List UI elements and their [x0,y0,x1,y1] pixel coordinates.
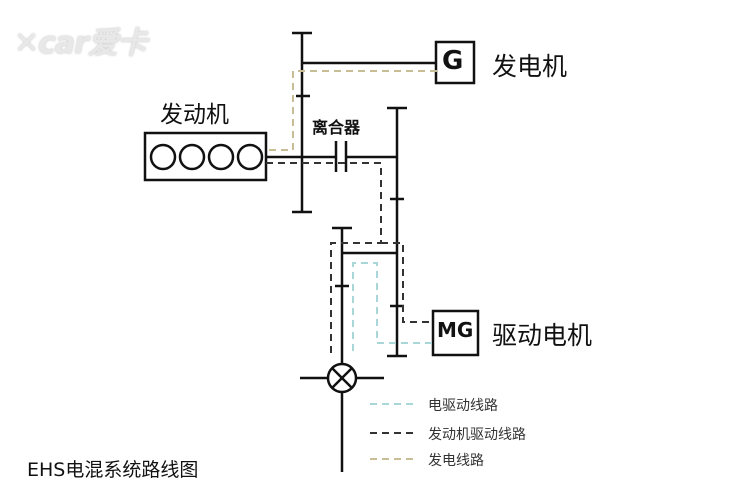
generator-label: 发电机 [492,52,568,81]
engine-drive-path-motor [381,242,432,323]
electric-drive-path [352,262,432,356]
engine-label: 发动机 [160,102,229,128]
motor-label: 驱动电机 [492,321,593,350]
xcar-logo: ✕car爱卡 [14,26,147,61]
engine-drive-path [266,162,382,356]
differential [326,362,358,394]
generator-box [434,40,476,85]
clutch-label: 离合器 [312,118,361,137]
motor-box [431,309,480,357]
generator-box-label: G [442,46,464,76]
motor-box-label: MG [437,318,474,342]
engine-block [143,131,268,182]
legend-electric: 电驱动线路 [428,398,498,414]
diagram-title: EHS电混系统路线图 [27,459,199,481]
legend-engine: 发动机驱动线路 [428,427,526,443]
legend-generation: 发电线路 [428,453,484,469]
generation-path [266,70,437,151]
